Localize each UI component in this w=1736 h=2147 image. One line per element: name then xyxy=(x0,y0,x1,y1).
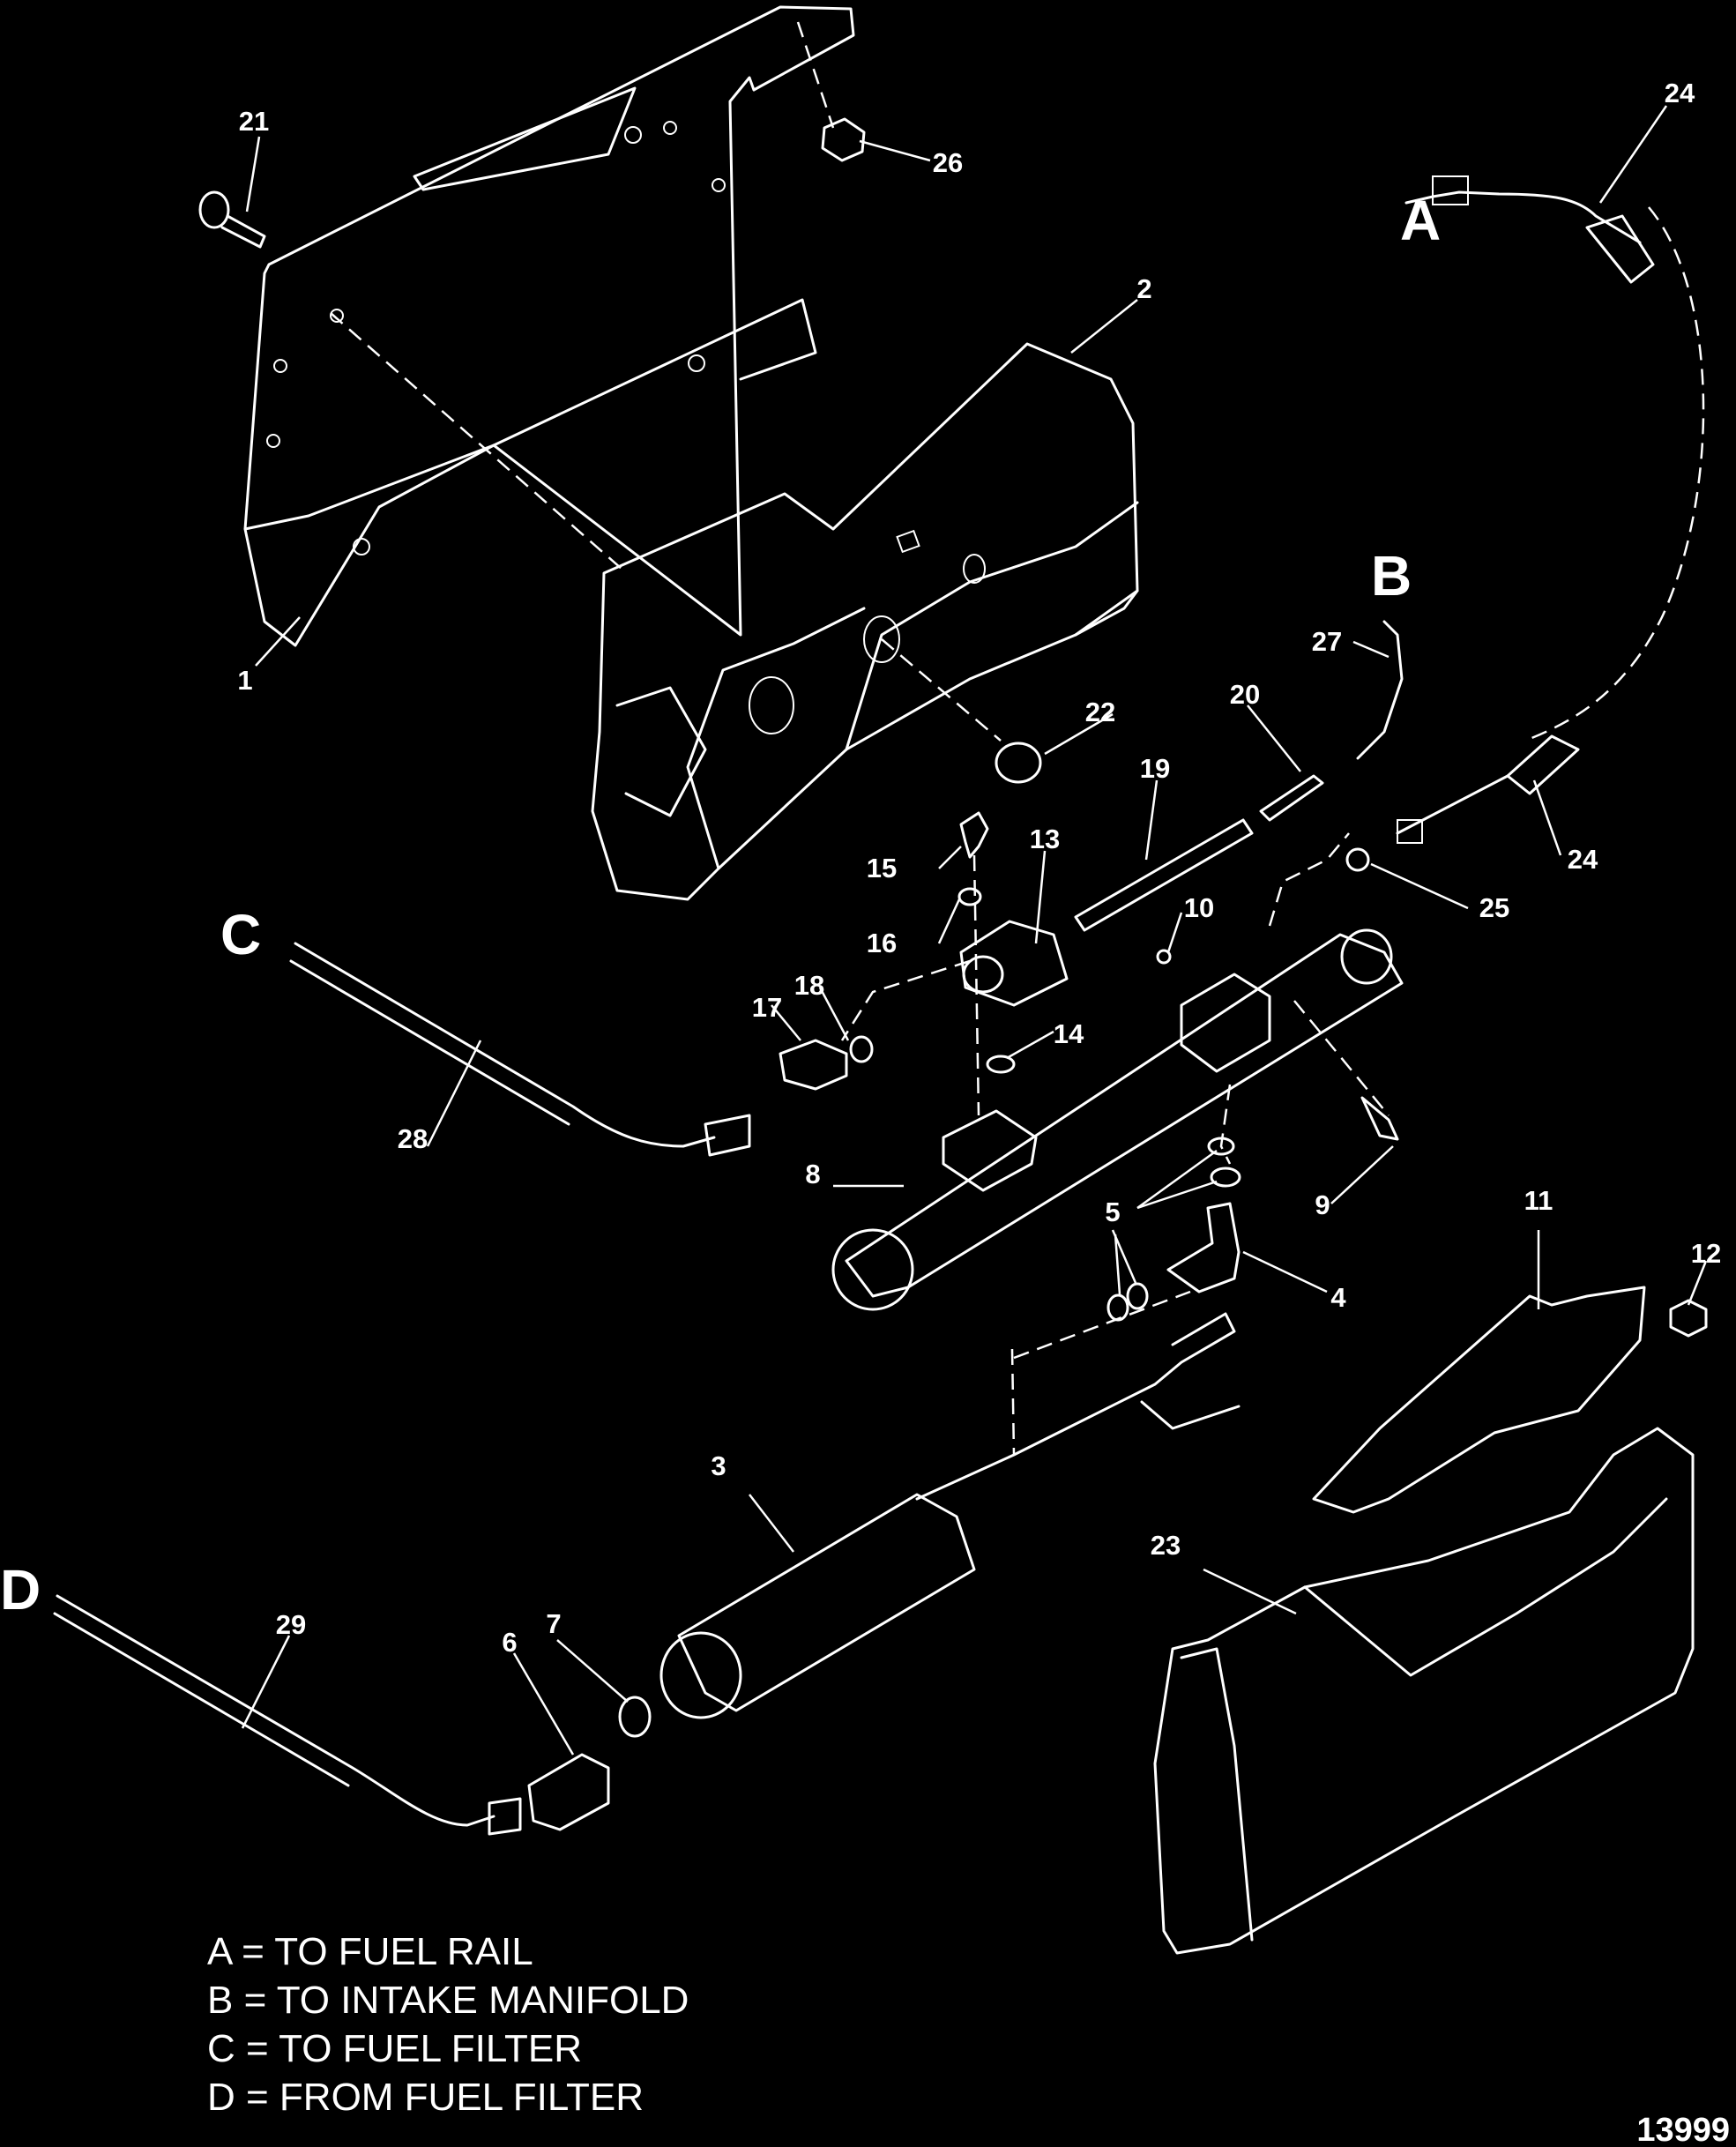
part-18-o-ring xyxy=(849,1035,874,1063)
callout-26: 26 xyxy=(933,147,963,178)
callout-6: 6 xyxy=(502,1627,517,1658)
leader-lines xyxy=(241,105,1708,1756)
callout-2: 2 xyxy=(1136,273,1151,304)
callout-8: 8 xyxy=(805,1159,820,1189)
part-11-strap xyxy=(1312,1286,1646,1514)
callout-28: 28 xyxy=(398,1123,428,1154)
callout-4: 4 xyxy=(1330,1282,1346,1313)
part-3-fuel-pump xyxy=(659,1312,1241,1719)
callout-10: 10 xyxy=(1184,892,1214,923)
part-13-pressure-regulator xyxy=(959,920,1069,1007)
callout-22: 22 xyxy=(1085,697,1115,727)
part-6-fitting xyxy=(527,1753,610,1831)
callout-15: 15 xyxy=(867,853,897,883)
callout-25: 25 xyxy=(1479,892,1509,923)
part-5-washers xyxy=(1106,1137,1241,1322)
part-9-screw xyxy=(1360,1096,1399,1141)
callout-5: 5 xyxy=(1105,1197,1120,1227)
callout-17: 17 xyxy=(752,992,782,1023)
figure-id: 13999 xyxy=(1636,2112,1730,2147)
connection-letter-d: D xyxy=(0,1558,41,1621)
callout-9: 9 xyxy=(1315,1189,1330,1220)
part-10-plug xyxy=(1156,949,1172,965)
part-23-cover xyxy=(1153,1427,1695,1955)
part-20-fitting xyxy=(1259,774,1324,822)
connection-letters: A B C D xyxy=(0,189,1441,1621)
connection-letter-c: C xyxy=(220,903,261,966)
part-22-rivet xyxy=(995,742,1042,784)
callout-7: 7 xyxy=(546,1608,561,1639)
connection-letter-a: A xyxy=(1400,189,1441,252)
part-25-o-ring xyxy=(1345,847,1370,872)
callout-20: 20 xyxy=(1230,679,1260,710)
part-14-clip xyxy=(986,1055,1016,1074)
part-24-fuel-line-b xyxy=(1396,734,1580,844)
part-16-washer xyxy=(957,887,982,906)
callout-19: 19 xyxy=(1140,753,1170,784)
part-19-tube xyxy=(1074,818,1254,932)
callout-1: 1 xyxy=(237,665,252,696)
callout-numbers: 21 26 24 2 1 27 20 22 19 13 15 16 10 25 … xyxy=(237,78,1721,1658)
part-21-screw xyxy=(198,190,266,249)
connection-letter-b: B xyxy=(1371,544,1412,608)
callout-11: 11 xyxy=(1524,1185,1553,1216)
callout-23: 23 xyxy=(1151,1530,1181,1561)
callout-3: 3 xyxy=(711,1450,726,1481)
part-1-mounting-bracket xyxy=(243,5,855,647)
callout-27: 27 xyxy=(1312,626,1342,657)
legend-line-d: D = FROM FUEL FILTER xyxy=(207,2076,644,2119)
part-29-fuel-line-d xyxy=(53,1594,522,1836)
part-17-fitting xyxy=(779,1039,848,1091)
legend-line-c: C = TO FUEL FILTER xyxy=(207,2027,582,2070)
callout-12: 12 xyxy=(1691,1238,1721,1269)
alignment-lines xyxy=(330,21,1705,1456)
part-12-nut xyxy=(1669,1299,1708,1338)
part-27-vacuum-hose xyxy=(1356,620,1404,760)
part-15-screw xyxy=(959,811,989,859)
legend-line-a: A = TO FUEL RAIL xyxy=(207,1930,533,1973)
callout-24-upper: 24 xyxy=(1665,78,1695,108)
callout-13: 13 xyxy=(1030,824,1060,854)
part-2-pump-bracket xyxy=(591,342,1139,901)
callout-14: 14 xyxy=(1054,1018,1084,1049)
part-7-o-ring xyxy=(618,1696,652,1738)
callout-18: 18 xyxy=(794,970,824,1001)
part-24-fuel-line-a xyxy=(1404,175,1655,284)
part-28-fuel-line-c xyxy=(289,942,751,1157)
callout-29: 29 xyxy=(276,1609,306,1640)
callout-16: 16 xyxy=(867,928,897,958)
part-4-elbow-fitting xyxy=(1166,1202,1241,1293)
callout-21: 21 xyxy=(239,106,269,137)
callout-24-lower: 24 xyxy=(1568,844,1598,875)
part-26-nut xyxy=(821,117,866,162)
legend-line-b: B = TO INTAKE MANIFOLD xyxy=(207,1979,689,2022)
legend: A = TO FUEL RAIL B = TO INTAKE MANIFOLD … xyxy=(207,1930,689,2119)
part-8-fuel-cooler xyxy=(831,928,1404,1311)
